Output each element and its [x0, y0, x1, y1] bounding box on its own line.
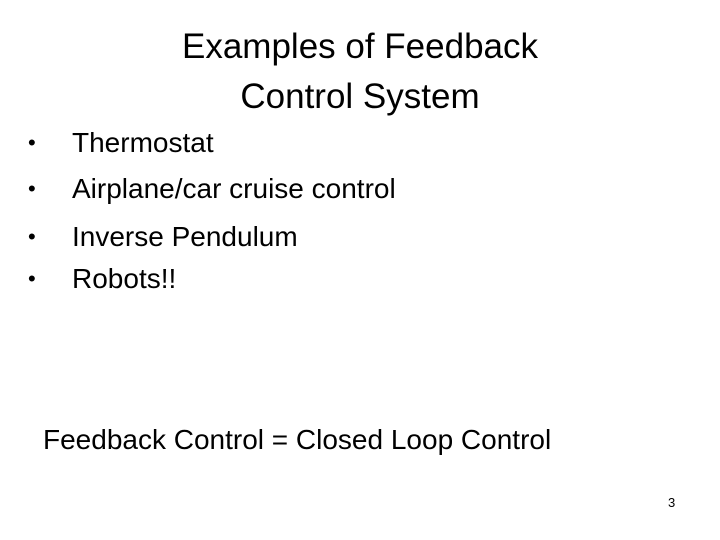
definition-note: Feedback Control = Closed Loop Control [43, 424, 552, 455]
page-number: 3 [668, 495, 676, 510]
bullet-label: Inverse Pendulum [72, 221, 298, 252]
slide-title-line-2: Control System [240, 77, 480, 116]
slide-title-line-1: Examples of Feedback [181, 27, 538, 66]
bullet-item-cruise-control: • Airplane/car cruise control [28, 174, 396, 204]
bullet-item-inverse-pendulum: • Inverse Pendulum [28, 222, 396, 252]
bullet-item-thermostat: • Thermostat [28, 128, 396, 158]
bullet-list: • Thermostat • Airplane/car cruise contr… [28, 128, 396, 310]
bullet-label: Thermostat [72, 127, 214, 158]
bullet-dot-icon: • [28, 266, 36, 291]
bullet-item-robots: • Robots!! [28, 264, 396, 294]
slide-title: Examples of Feedback Control System [0, 22, 720, 122]
bullet-label: Robots!! [72, 263, 177, 294]
bullet-dot-icon: • [28, 224, 36, 249]
bullet-label: Airplane/car cruise control [72, 173, 396, 204]
bullet-dot-icon: • [28, 176, 36, 201]
bullet-dot-icon: • [28, 130, 36, 155]
